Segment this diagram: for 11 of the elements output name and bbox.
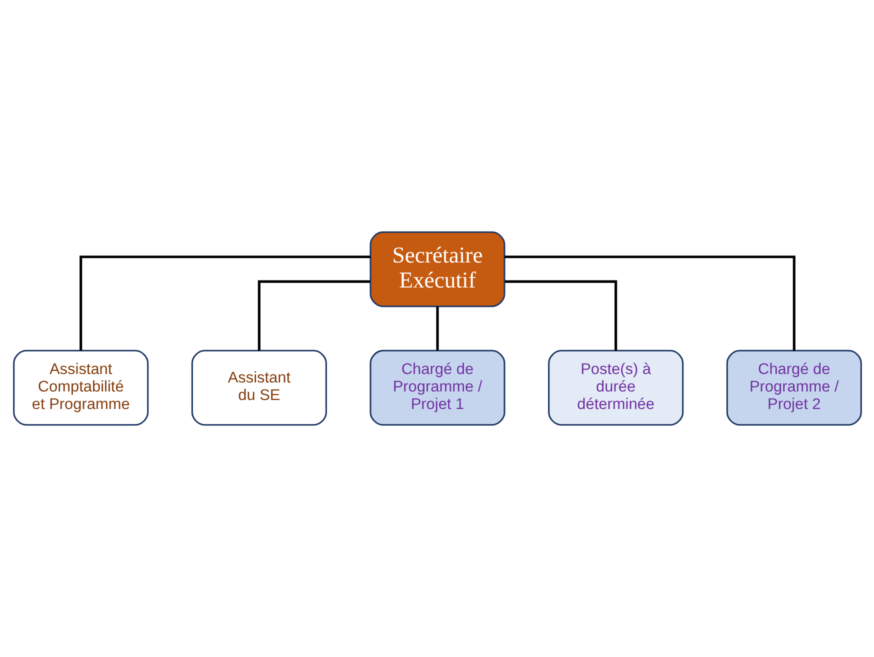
connector <box>79 256 370 351</box>
node-box: Chargé de Programme / Projet 2 <box>726 350 862 426</box>
connector <box>257 280 370 351</box>
node-box: Poste(s) à durée déterminée <box>548 350 684 426</box>
connector <box>504 256 795 351</box>
node-box: Chargé de Programme / Projet 1 <box>369 350 505 426</box>
node-box: Assistant Comptabilité et Programme <box>12 350 148 426</box>
connector <box>504 280 617 351</box>
node-box: Secrétaire Exécutif <box>369 231 505 308</box>
node-box: Assistant du SE <box>190 350 326 426</box>
connector <box>436 306 438 350</box>
